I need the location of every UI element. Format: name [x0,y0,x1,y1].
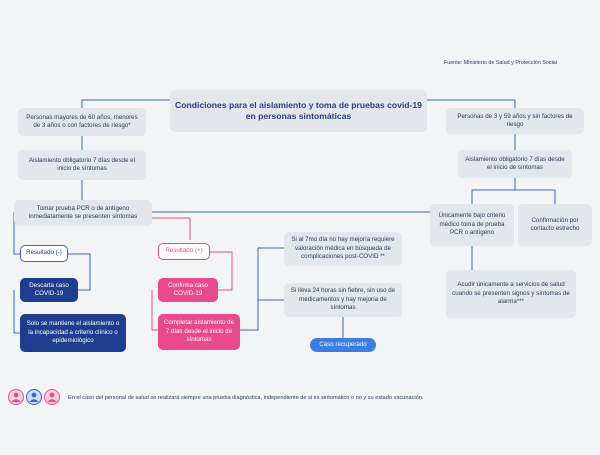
diagram-title: Condiciones para el aislamiento y toma d… [170,90,427,132]
right-isolation-box: Aislamiento obligatorio 7 días desde el … [458,150,572,178]
right-group-box: Personas de 3 y 59 años y sin factores d… [446,108,584,134]
medical-test-box: Únicamente bajo criterio médico toma de … [430,204,514,246]
no-fever-box: Si lleva 24 horas sin fiebre, sin uso de… [284,283,402,317]
negative-result-box: Resultado (-) [20,245,68,262]
test-box: Tomar prueba PCR o de antígeno inmediata… [14,200,152,226]
recovered-case-badge: Caso recuperado [310,338,376,352]
positive-result-box: Resultado (+) [158,243,210,260]
keep-isolation-box: Solo se mantiene el aislamiento o la inc… [20,314,126,352]
source-text: Fuente: Ministerio de Salud y Protección… [444,60,557,66]
health-services-box: Acudir únicamente a servicios de salud c… [446,270,576,318]
no-improvement-box: Si al 7mo día no hay mejoría requiere va… [284,232,402,266]
confirm-case-box: Confirma caso COVID-19 [158,278,218,302]
left-group-box: Personas mayores de 60 años, menores de … [18,108,146,136]
close-contact-box: Confirmación por contacto estrecho [518,204,592,246]
health-personnel-footnote: En el caso del personal de salud se real… [68,395,424,401]
complete-isolation-box: Completar aislamiento de 7 días desde el… [158,314,240,350]
person-blue-icon [26,389,42,405]
discard-case-box: Descarta caso COVID-19 [20,278,78,302]
left-isolation-box: Aislamiento obligatorio 7 días desde el … [18,150,146,180]
person-pink-icon [8,389,24,405]
person-pink-icon [44,389,60,405]
